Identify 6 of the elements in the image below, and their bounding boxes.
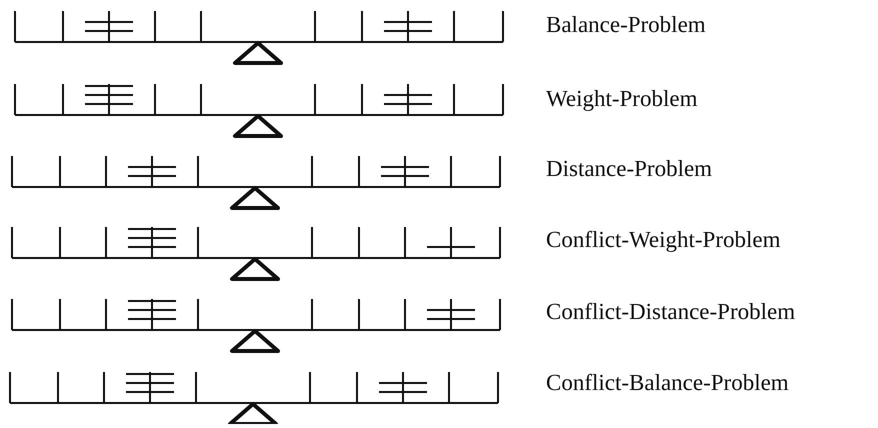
problem-type-label: Conflict-Weight-Problem: [546, 227, 780, 253]
problem-type-label: Balance-Problem: [546, 12, 706, 38]
problem-type-label: Conflict-Balance-Problem: [546, 370, 789, 396]
problem-type-label: Distance-Problem: [546, 156, 712, 182]
problem-type-label: Conflict-Distance-Problem: [546, 299, 796, 325]
problem-type-label: Weight-Problem: [546, 86, 698, 112]
